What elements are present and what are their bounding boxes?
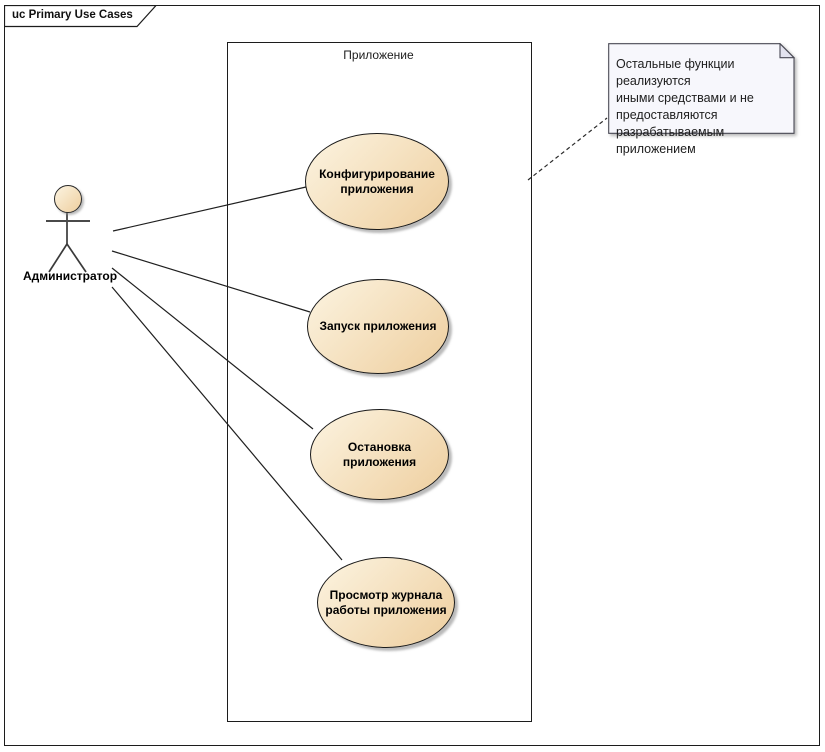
frame-tab-shape <box>4 5 158 28</box>
note-shape <box>608 43 795 134</box>
frame-tab-label: uc Primary Use Cases <box>12 9 133 21</box>
use-case-view-log[interactable]: Просмотр журнала работы приложения <box>317 557 455 648</box>
use-case-start-app[interactable]: Запуск приложения <box>307 279 449 374</box>
use-case-label: Просмотр журнала работы приложения <box>325 587 447 617</box>
use-case-label: Запуск приложения <box>319 319 437 333</box>
use-case-label: Остановка приложения <box>342 439 417 469</box>
use-case-stop-app[interactable]: Остановка приложения <box>310 409 449 500</box>
actor-label: Администратор <box>22 269 118 283</box>
use-case-label: Конфигурирование приложения <box>319 166 435 196</box>
use-case-configure-app[interactable]: Конфигурирование приложения <box>305 133 449 230</box>
diagram-frame <box>4 5 820 746</box>
note-remaining-functions[interactable] <box>608 43 795 134</box>
note-text: Остальные функции реализуются иными сред… <box>616 57 754 156</box>
actor-head[interactable] <box>54 185 82 213</box>
note-fold-corner <box>779 43 795 59</box>
system-boundary-label: Приложение <box>343 48 414 62</box>
frame-tab <box>4 5 158 28</box>
